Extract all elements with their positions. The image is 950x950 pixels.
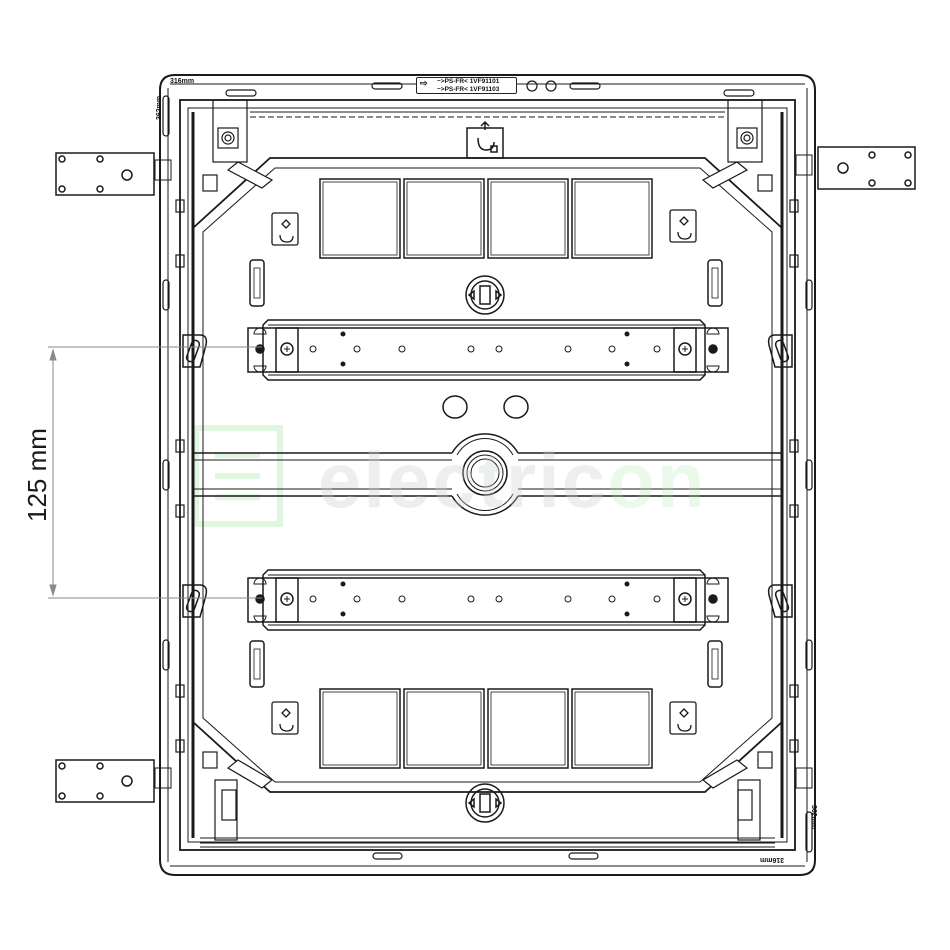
arrow-right-icon: ⇨ <box>420 78 428 88</box>
latch-slots <box>249 259 723 688</box>
mounting-bracket-top-left <box>55 152 155 196</box>
part-number-line-1: ~>PS-FR< 1VF91101 <box>437 78 500 85</box>
frame-slots-sides <box>162 95 813 853</box>
rotate-lock-icons <box>271 209 697 735</box>
width-dimension-bottom: 316mm <box>760 856 785 863</box>
watermark-logo-icon <box>193 425 283 527</box>
rail-spacing-dimension: 125 mm <box>18 420 58 522</box>
screw-lock-icon-top <box>465 275 505 315</box>
corner-mechanism-top-left <box>202 99 274 192</box>
front-plate <box>192 157 783 793</box>
din-rail-top <box>247 319 729 381</box>
part-number-label: ⇨ ~>PS-FR< 1VF91101 ~>PS-FR< 1VF91103 <box>416 77 517 94</box>
corner-mechanism-top-right <box>701 99 773 192</box>
outer-frame <box>159 74 816 876</box>
width-dimension-top: 316mm <box>170 78 195 85</box>
center-cable-entry <box>193 395 782 516</box>
screw-lock-icon-bottom <box>465 783 505 823</box>
height-dimension-left: 362mm <box>156 95 163 120</box>
part-number-line-2: ~>PS-FR< 1VF91103 <box>437 85 500 93</box>
corner-mechanism-bottom-right <box>701 751 773 841</box>
side-cam-latches <box>182 334 793 618</box>
knockout-row-bottom <box>319 688 653 769</box>
din-rail-bottom <box>247 569 729 631</box>
lock-rotate-icon-top <box>466 120 504 159</box>
mounting-bracket-top-right <box>817 146 916 190</box>
corner-mechanism-bottom-left <box>202 751 274 841</box>
knockout-row-top <box>319 178 653 259</box>
frame-slots-top <box>225 80 755 97</box>
side-clips <box>175 199 799 753</box>
mounting-bracket-bottom-left <box>55 759 155 803</box>
rail-spacing-label: 125 mm <box>22 428 52 522</box>
frame-slots-bottom <box>372 852 599 860</box>
bracket-tabs <box>154 154 813 789</box>
height-dimension-right: 362mm <box>810 805 817 830</box>
dimension-125mm <box>48 346 262 599</box>
